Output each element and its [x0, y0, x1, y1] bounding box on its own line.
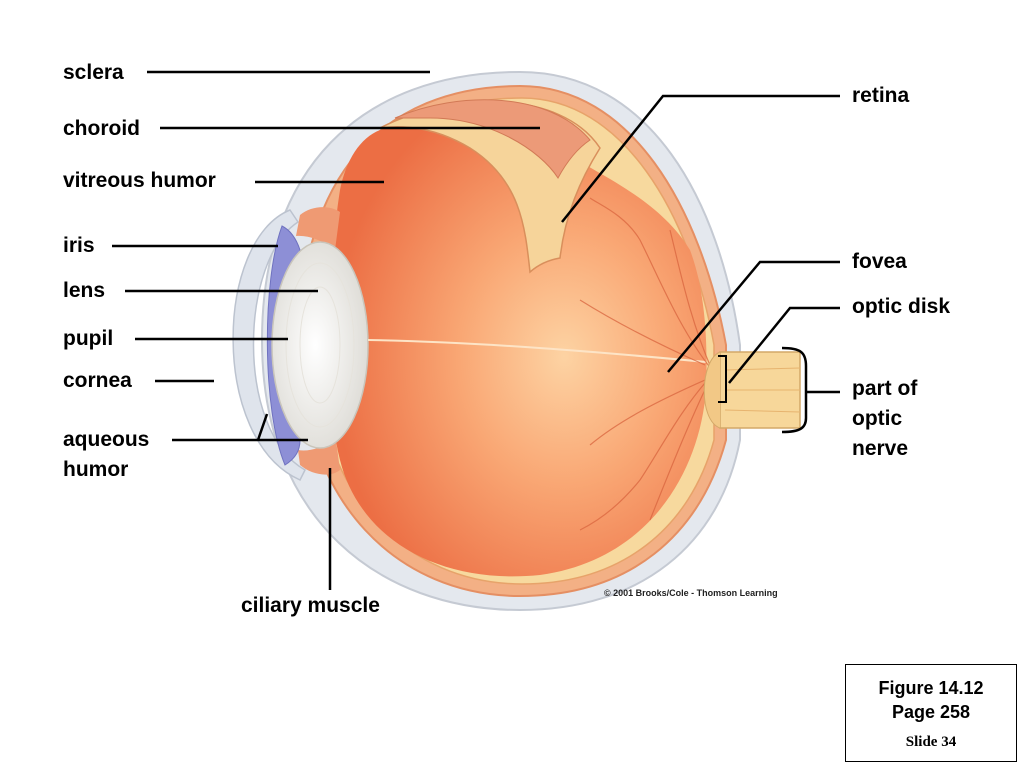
optic-nerve-lines — [724, 367, 801, 413]
leader-retina — [561, 94, 840, 223]
label-pupil: pupil — [63, 327, 114, 350]
figure-reference-box: Figure 14.12 Page 258 Slide 34 — [845, 664, 1017, 762]
optic-disk-bracket — [718, 355, 727, 403]
label-iris: iris — [63, 234, 95, 257]
label-cornea: cornea — [63, 369, 132, 392]
lens-ring — [299, 286, 341, 404]
lens-shape — [271, 241, 369, 449]
label-choroid: choroid — [63, 117, 140, 140]
leader-optic-disk — [728, 306, 840, 384]
label-optic-nerve-line2: optic — [852, 407, 903, 430]
optic-nerve-bracket — [781, 346, 840, 434]
optic-nerve-sheath — [703, 351, 721, 429]
cornea-shape — [232, 209, 306, 481]
copyright-notice: © 2001 Brooks/Cole - Thomson Learning — [604, 588, 778, 598]
optical-axis — [367, 339, 707, 363]
label-vitreous-humor: vitreous humor — [63, 169, 216, 192]
label-lens: lens — [63, 279, 106, 302]
label-optic-nerve-line1: part of — [852, 377, 918, 400]
slide-number: Slide 34 — [905, 734, 957, 750]
label-sclera: sclera — [63, 61, 124, 84]
figure-number: Figure 14.12 — [878, 678, 984, 698]
leader-aqueous — [172, 413, 308, 442]
lens-ring — [285, 262, 355, 428]
label-aqueous-humor-line1: aqueous — [63, 428, 150, 451]
ciliary-bottom — [298, 440, 340, 475]
label-ciliary-muscle: ciliary muscle — [241, 594, 380, 617]
label-optic-disk: optic disk — [852, 295, 951, 318]
choroid-flap — [394, 99, 591, 179]
leader-fovea — [667, 260, 840, 373]
label-retina: retina — [852, 84, 910, 107]
retinal-vessels — [579, 197, 713, 531]
page-number: Page 258 — [891, 702, 971, 722]
ciliary-top — [296, 207, 340, 250]
leader-lines — [112, 70, 840, 590]
label-optic-nerve-line3: nerve — [852, 437, 909, 460]
label-aqueous-humor-line2: humor — [63, 458, 129, 481]
label-fovea: fovea — [852, 250, 907, 273]
